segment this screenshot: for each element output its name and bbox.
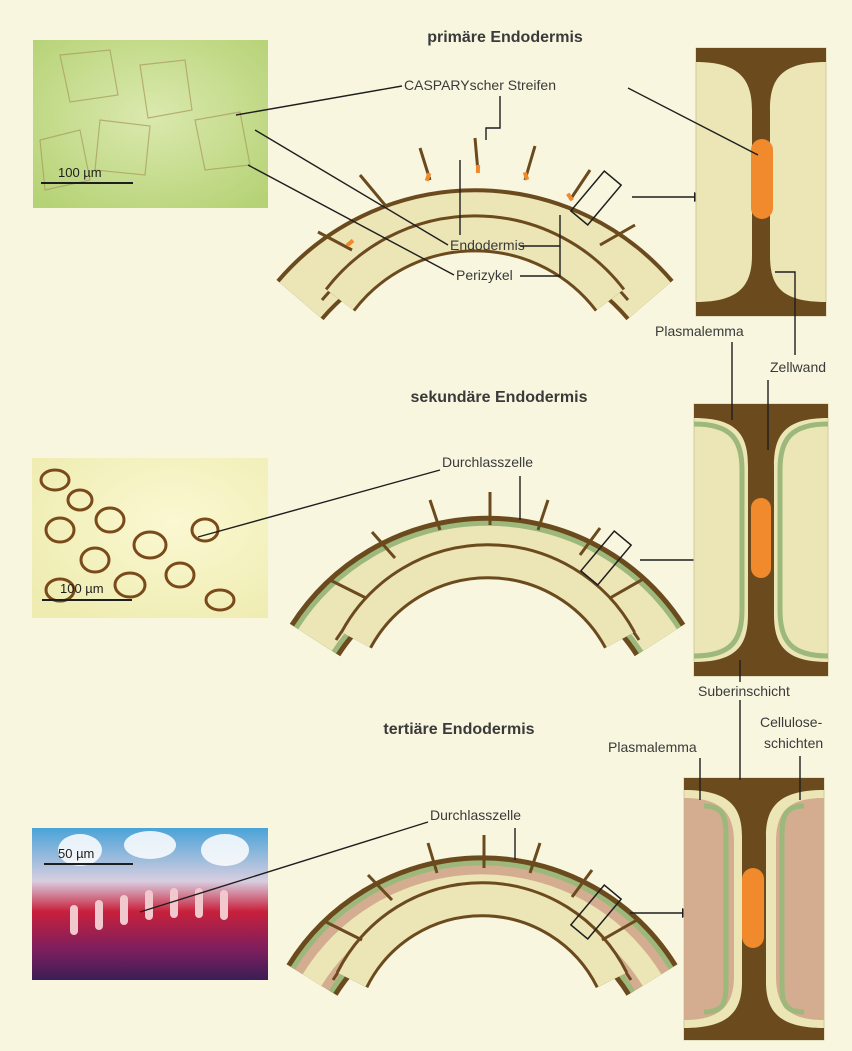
secondary-durchlasszelle-label: Durchlasszelle	[442, 454, 533, 470]
caspary-label: CASPARYscher Streifen	[404, 77, 556, 93]
tertiary-title: tertiäre Endodermis	[383, 721, 534, 738]
primary-micrograph: 100 µm	[33, 40, 268, 208]
endodermis-label: Endodermis	[450, 237, 525, 253]
suberinschicht-label: Suberinschicht	[698, 683, 790, 699]
cellulose-label-2: schichten	[764, 735, 823, 751]
tertiary-micrograph: 50 µm	[32, 828, 268, 980]
primary-title: primäre Endodermis	[427, 29, 583, 46]
tertiary-durchlasszelle-label: Durchlasszelle	[430, 807, 521, 823]
secondary-title: sekundäre Endodermis	[411, 389, 588, 406]
secondary-scale-label: 100 µm	[60, 581, 104, 596]
tertiary-plasmalemma-label: Plasmalemma	[608, 739, 697, 755]
tertiary-scale-label: 50 µm	[58, 846, 94, 861]
secondary-arc	[315, 492, 660, 640]
secondary-zoom	[694, 404, 828, 676]
perizykel-label: Perizykel	[456, 267, 513, 283]
primary-plasmalemma-label: Plasmalemma	[655, 323, 744, 339]
cellulose-label-1: Cellulose-	[760, 714, 823, 730]
primary-scale-label: 100 µm	[58, 165, 102, 180]
tertiary-zoom	[684, 778, 824, 1040]
tertiary-arc	[312, 835, 652, 980]
zellwand-label: Zellwand	[770, 359, 826, 375]
primary-zoom	[696, 48, 826, 316]
secondary-micrograph: 100 µm	[32, 458, 268, 618]
